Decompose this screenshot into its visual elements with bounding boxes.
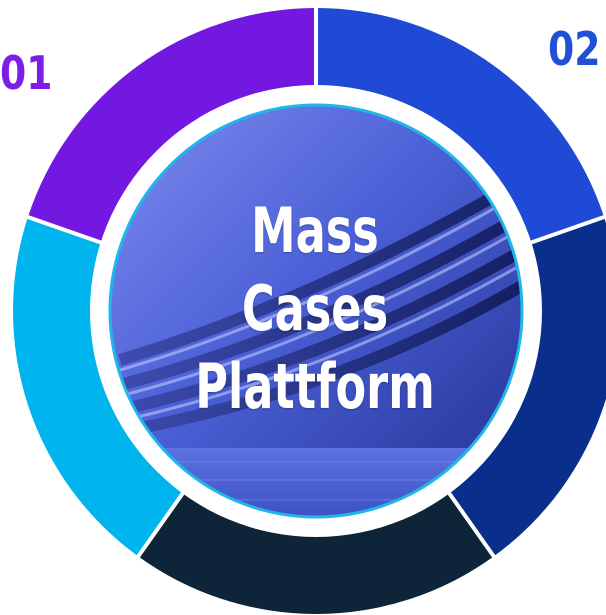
segment-royal-blue <box>316 7 605 253</box>
center-rim <box>108 103 524 519</box>
center-title: Mass Cases Plattform <box>153 192 477 426</box>
step-number-02: 02 <box>548 22 601 76</box>
center-photo <box>110 105 522 517</box>
segment-purple <box>27 7 317 253</box>
center-title-line-3: Plattform <box>195 350 435 423</box>
step-number-01: 01 <box>0 46 53 100</box>
center-title-line-1: Mass <box>251 194 379 267</box>
center-title-line-2: Cases <box>241 272 389 345</box>
